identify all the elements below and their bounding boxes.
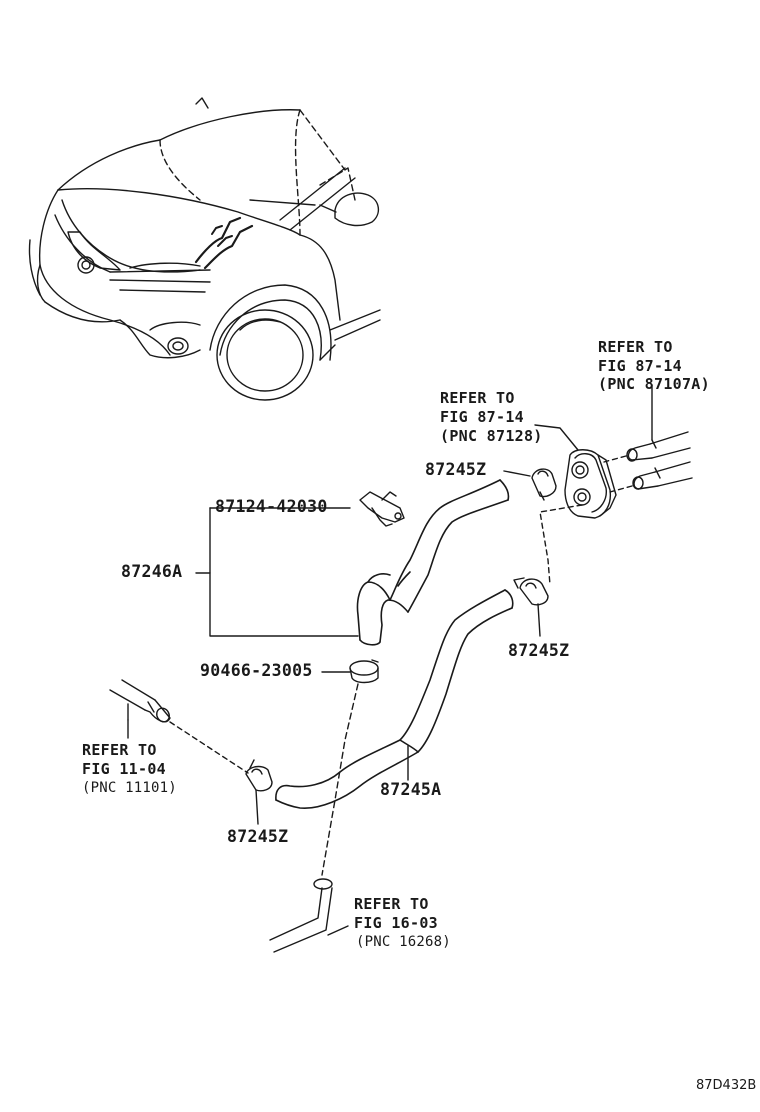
ref-87107A-line1: REFER TO — [598, 338, 673, 356]
ref-16268-line3: (PNC 16268) — [356, 934, 451, 950]
pipe-11101 — [109, 679, 171, 723]
sensor-87124-42030 — [359, 491, 405, 527]
ref-16268-line1: REFER TO — [354, 895, 429, 913]
part-label-90466-23005: 90466-23005 — [200, 661, 313, 680]
vehicle-illustration — [28, 97, 381, 401]
ref-87128-line2: FIG 87-14 — [440, 408, 524, 426]
part-label-87245A: 87245A — [380, 780, 442, 799]
ref-11101-line1: REFER TO — [82, 741, 157, 759]
part-label-clamp-right: 87245Z — [508, 641, 570, 660]
pipe-16268 — [269, 878, 349, 953]
pipes-87107A — [626, 384, 693, 490]
ref-87107A-line3: (PNC 87107A) — [598, 375, 710, 393]
connector-block — [564, 449, 617, 519]
clamp-bottom-87245Z — [245, 759, 273, 825]
ref-87128-line1: REFER TO — [440, 389, 515, 407]
part-label-clamp-bottom: 87245Z — [227, 827, 289, 846]
hose-87245A — [275, 589, 514, 809]
clamp-right-87245Z — [513, 577, 549, 637]
ref-11101-line2: FIG 11-04 — [82, 760, 166, 778]
part-label-87124-42030: 87124-42030 — [215, 497, 328, 516]
hose-87246A — [356, 479, 510, 646]
dashed-connector-vertical — [321, 683, 359, 876]
ref-87128-line3: (PNC 87128) — [440, 427, 543, 445]
ref-87107A-line2: FIG 87-14 — [598, 357, 682, 375]
clamp-90466-23005 — [321, 659, 379, 684]
part-label-87246A: 87246A — [121, 562, 183, 581]
ref-11101-line3: (PNC 11101) — [82, 780, 177, 796]
dashed-connectors-right — [539, 455, 633, 586]
ref-16268-line2: FIG 16-03 — [354, 914, 438, 932]
leader-87246A — [195, 507, 359, 637]
part-label-clamp-top: 87245Z — [425, 460, 487, 479]
leader-87128 — [534, 424, 579, 451]
diagram-code: 87D432B — [696, 1078, 757, 1093]
clamp-top-87245Z — [503, 468, 557, 501]
dashed-connector-left — [169, 721, 249, 774]
